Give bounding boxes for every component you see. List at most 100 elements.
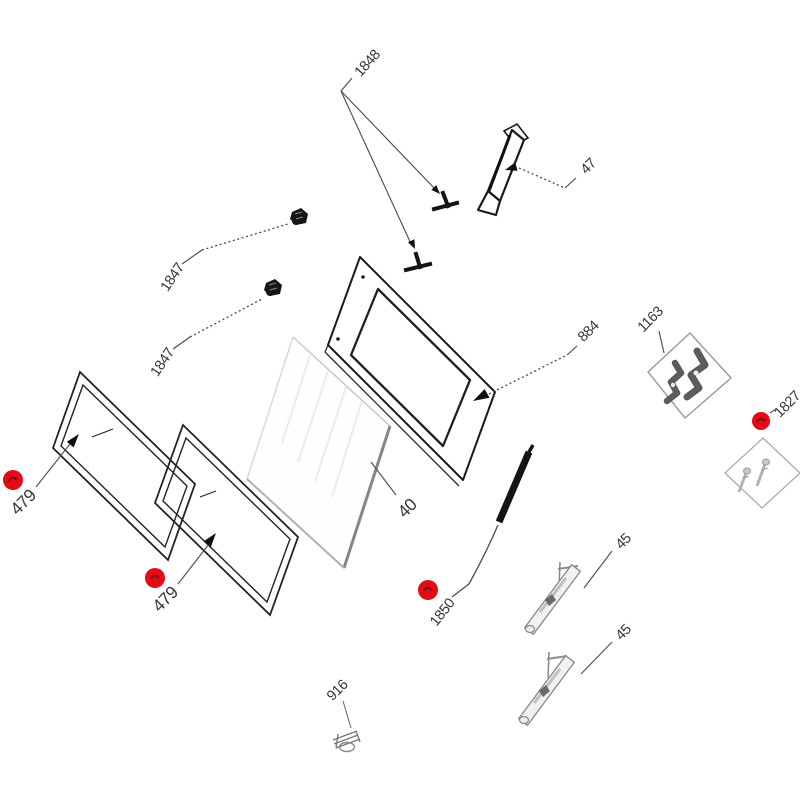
part-label-1848[interactable]: 1848 (352, 47, 384, 81)
panel-flange-corner (324, 344, 329, 353)
red-part-marker[interactable] (418, 580, 438, 600)
part-479-lower-callout: 479 (145, 533, 216, 616)
glass-right-edge (342, 425, 392, 569)
glass-left-edge (246, 336, 294, 480)
panel-window-cutout (349, 287, 472, 448)
leader-line (451, 524, 499, 598)
part-1827-group: 1827 (724, 388, 800, 509)
hinge-receiver-hole (670, 382, 676, 388)
glass-reflection-streaks (281, 354, 363, 498)
leader-line (580, 641, 613, 675)
leader-corner (340, 77, 353, 92)
leader-dotted-line (201, 223, 289, 251)
part-40-callout: 40 (370, 461, 421, 522)
panel-screw-hole (336, 337, 340, 341)
hinge-receiver-drawing (663, 359, 685, 405)
glass-top-edge (292, 336, 391, 427)
bracket-arm (486, 128, 526, 203)
frame-outer-outline (153, 423, 300, 617)
leader-dotted-line (488, 354, 568, 395)
leader-line (370, 461, 397, 496)
leader-arrowhead (505, 162, 518, 171)
part-1848-group: 1848 (340, 47, 460, 273)
door-pin-drawing (431, 190, 460, 212)
part-label-47[interactable]: 47 (578, 155, 600, 177)
leader-arrowhead (473, 389, 490, 401)
hinge-receiver-hole (693, 370, 699, 376)
leader-dotted-line (518, 167, 566, 189)
part-label-479[interactable]: 479 (6, 485, 40, 519)
frame-tab (91, 428, 114, 438)
leader-line (35, 443, 71, 488)
part-label-1827[interactable]: 1827 (771, 388, 800, 421)
leader-line (566, 345, 578, 356)
red-part-marker[interactable] (145, 568, 165, 588)
leader-line (340, 90, 413, 247)
leader-line (564, 177, 577, 189)
leader-arrowhead (431, 185, 440, 194)
inner-glass-panel-drawing (246, 336, 392, 569)
leader-line (340, 90, 437, 191)
hinge-latch-detail (545, 594, 556, 606)
hinge-foot (524, 624, 536, 634)
part-label-45[interactable]: 45 (613, 530, 635, 552)
part-479-upper-callout: 479 (3, 434, 79, 519)
screw-drawing (264, 279, 282, 296)
leader-dotted-line (189, 298, 263, 338)
hinge-foot (518, 715, 530, 725)
door-pin-drawing (403, 251, 433, 273)
part-label-1847[interactable]: 1847 (158, 260, 188, 294)
leader-line (769, 408, 777, 414)
part-label-40[interactable]: 40 (393, 494, 421, 522)
door-frame-back-drawing (51, 370, 197, 562)
part-47-group: 47 (476, 122, 600, 217)
panel-flange-line (324, 351, 460, 487)
spring-clip-drawing (332, 730, 361, 749)
hinge-body-detail (538, 577, 568, 613)
leader-line (658, 330, 665, 354)
frame-tab (199, 490, 217, 498)
hinge-crossbar (546, 655, 568, 660)
part-45-lower-group: 45 (517, 621, 635, 727)
kit-screw-drawing (755, 458, 770, 487)
part-1847-lower-group: 1847 (148, 279, 282, 380)
part-916-group: 916 (324, 677, 361, 753)
part-label-1850[interactable]: 1850 (427, 595, 459, 629)
part-label-916[interactable]: 916 (324, 677, 352, 705)
glass-bottom-edge (246, 478, 345, 569)
panel-screw-hole (361, 275, 365, 279)
frame-outer-outline (51, 370, 197, 562)
part-45-upper-group: 45 (523, 530, 635, 636)
outer-door-panel-drawing (324, 256, 496, 487)
red-part-marker[interactable] (3, 470, 23, 490)
part-label-884[interactable]: 884 (575, 318, 603, 346)
part-1163-group: 1163 (635, 303, 732, 420)
part-label-45[interactable]: 45 (613, 621, 635, 643)
red-part-marker[interactable] (752, 412, 770, 430)
spring-clip-loop (338, 741, 356, 753)
hinge-body-detail (532, 668, 562, 704)
hinge-latch-detail (539, 685, 550, 697)
leader-line (172, 336, 191, 350)
glass-surface (247, 337, 390, 568)
frame-inner-outline (162, 436, 291, 604)
part-1847-upper-group: 1847 (158, 208, 308, 295)
hinge-receiver-drawing (683, 347, 709, 401)
kit-screw-drawing (737, 467, 751, 493)
frame-inner-outline (60, 383, 188, 549)
leader-arrowhead (408, 239, 415, 249)
leader-line (583, 550, 613, 589)
leader-arrowhead (66, 434, 79, 448)
torsion-rod-drawing (495, 450, 533, 524)
bracket-foot-loop (476, 189, 502, 217)
bracket-arm-shade (487, 134, 512, 192)
part-label-1847[interactable]: 1847 (148, 345, 178, 379)
leader-line (181, 249, 203, 265)
door-frame-front-drawing (153, 423, 300, 617)
part-label-1163[interactable]: 1163 (635, 303, 667, 335)
leader-arrowhead (203, 533, 216, 547)
leader-line (177, 543, 210, 585)
screw-drawing (290, 208, 308, 225)
